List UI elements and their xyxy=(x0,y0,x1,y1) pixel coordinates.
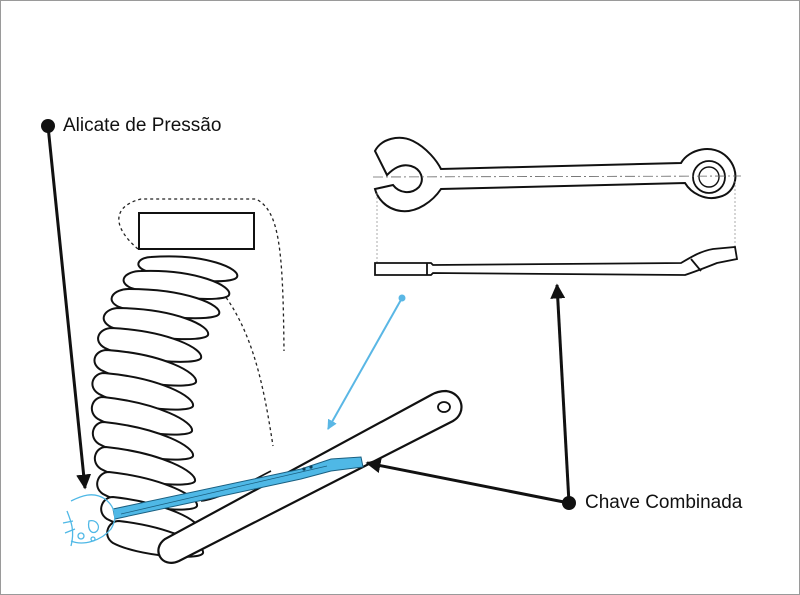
reference-wrench-side xyxy=(374,246,739,276)
reference-wrench-top xyxy=(373,136,737,213)
wrench-callout-leader-up xyxy=(550,283,571,504)
dashed-swing-arc xyxy=(210,278,274,447)
motion-arrow xyxy=(327,297,403,430)
wrench-in-use xyxy=(112,456,364,520)
spring-cap xyxy=(138,212,255,250)
coil-spring xyxy=(90,255,239,558)
pliers-label: Alicate de Pressão xyxy=(63,115,222,136)
wrench-callout-leader-left xyxy=(365,458,570,505)
locking-pliers-sketch xyxy=(62,494,116,547)
pliers-callout-leader xyxy=(46,125,92,490)
motion-arrow-origin-dot xyxy=(398,294,406,302)
dashed-clearance-outline xyxy=(118,198,285,352)
wrench-label: Chave Combinada xyxy=(585,492,743,513)
wrench-center-line xyxy=(372,175,742,178)
